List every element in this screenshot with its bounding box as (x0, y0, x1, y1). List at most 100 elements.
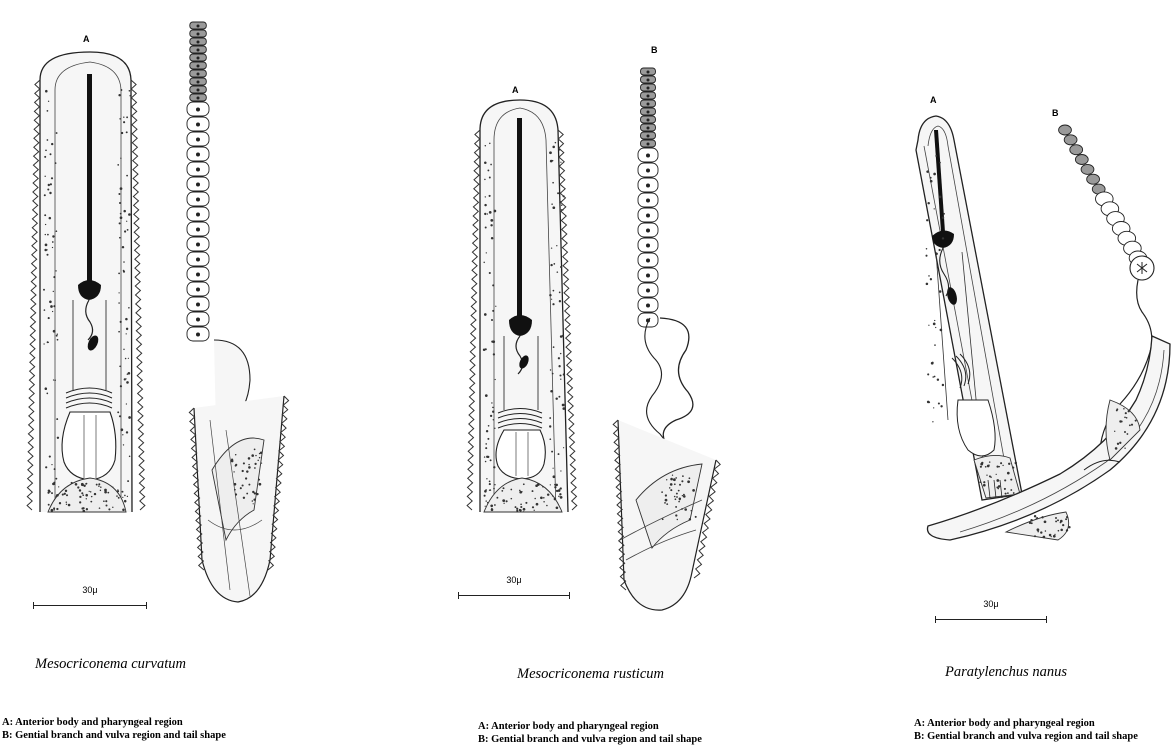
stipple-dot (1115, 447, 1118, 450)
oocyte-nucleus (646, 244, 650, 248)
stipple-dot (492, 411, 494, 413)
legend-line-a: A: Anterior body and pharyngeal region (914, 717, 1138, 730)
stipple-dot (254, 463, 256, 465)
stipple-dot (56, 508, 58, 510)
legend-line-a: A: Anterior body and pharyngeal region (2, 716, 226, 729)
stipple-dot (123, 121, 125, 123)
stipple-dot (129, 90, 131, 92)
stipple-dot (1044, 520, 1047, 523)
stipple-dot (559, 493, 561, 495)
oocyte-nucleus (196, 108, 200, 112)
stipple-dot (540, 496, 543, 499)
stipple-dot (1058, 530, 1060, 532)
oocyte-nucleus (196, 123, 200, 127)
stipple-dot (502, 499, 505, 502)
stipple-dot (44, 214, 46, 216)
stipple-dot (57, 333, 58, 334)
oocyte-nucleus (197, 89, 200, 92)
oocyte-nucleus (646, 229, 650, 233)
stipple-dot (1125, 412, 1127, 414)
stipple-dot (66, 494, 68, 496)
stipple-dot (926, 170, 929, 173)
stipple-dot (252, 491, 254, 493)
stipple-dot (65, 490, 67, 492)
stipple-dot (243, 497, 245, 499)
oocyte-nucleus (647, 143, 650, 146)
cuticle-annuli-right (131, 80, 145, 510)
stipple-dot (485, 196, 486, 197)
stipple-dot (556, 506, 559, 509)
stipple-dot (1051, 536, 1052, 537)
stipple-dot (990, 476, 992, 478)
stipple-dot (246, 470, 248, 472)
stipple-dot (121, 132, 123, 134)
stipple-dot (691, 510, 692, 511)
scale-label: 30μ (458, 575, 570, 585)
stipple-dot (563, 447, 564, 448)
stipple-dot (980, 481, 982, 483)
stipple-dot (928, 325, 929, 326)
stipple-dot (551, 299, 552, 300)
oocyte-nucleus (196, 318, 200, 322)
stipple-dot (46, 393, 48, 395)
stipple-dot (523, 511, 524, 512)
oocyte-nucleus (197, 41, 200, 44)
stipple-dot (248, 457, 251, 460)
stipple-dot (1012, 467, 1014, 469)
stipple-dot (542, 486, 544, 488)
stipple-dot (679, 484, 681, 486)
stipple-dot (501, 490, 503, 492)
stipple-dot (559, 292, 561, 294)
stipple-dot (57, 339, 59, 341)
stipple-dot (558, 357, 560, 359)
oocyte-nucleus (646, 259, 650, 263)
stipple-dot (489, 195, 491, 197)
stipple-dot (485, 461, 487, 463)
oocyte-nucleus (197, 25, 200, 28)
stipple-dot (490, 459, 492, 461)
basal-bulb (496, 430, 545, 479)
stipple-dot (82, 510, 85, 513)
stipple-dot (494, 428, 495, 429)
stipple-dot (487, 169, 489, 171)
stipple-dot (550, 369, 551, 370)
stipple-dot (47, 139, 49, 141)
stipple-dot (938, 249, 940, 251)
stipple-dot (48, 317, 50, 319)
stipple-dot (523, 508, 526, 511)
stipple-dot (525, 502, 527, 504)
stipple-dot (54, 379, 56, 381)
stipple-dot (485, 226, 487, 228)
stipple-dot (487, 502, 489, 504)
stipple-dot (1129, 424, 1131, 426)
stipple-dot (116, 495, 118, 497)
scale-bar: 30μ (935, 610, 1047, 620)
stipple-dot (484, 313, 487, 316)
stipple-dot (935, 155, 937, 157)
stipple-dot (243, 462, 245, 464)
stipple-dot (253, 503, 254, 504)
stipple-dot (1129, 410, 1130, 411)
stipple-dot (1004, 488, 1006, 490)
panel-paratylenchus-nanus: A B (870, 0, 1170, 751)
stipple-dot (123, 210, 126, 213)
stipple-dot (104, 491, 107, 494)
stipple-dot (112, 507, 113, 508)
oocyte (1075, 155, 1088, 165)
stipple-dot (998, 488, 999, 489)
stipple-dot (926, 283, 929, 286)
stipple-dot (81, 483, 84, 486)
stipple-dot (1000, 462, 1002, 464)
stipple-dot (105, 500, 107, 502)
stipple-dot (1119, 442, 1121, 444)
stipple-dot (252, 500, 254, 502)
stipple-dot (47, 234, 49, 236)
stipple-dot (45, 234, 46, 235)
stipple-dot (71, 482, 73, 484)
stipple-dot (674, 483, 676, 485)
stipple-dot (1037, 531, 1039, 533)
stipple-dot (983, 484, 986, 487)
stipple-dot (516, 508, 518, 510)
stipple-dot (550, 484, 551, 485)
stipple-dot (44, 176, 45, 177)
